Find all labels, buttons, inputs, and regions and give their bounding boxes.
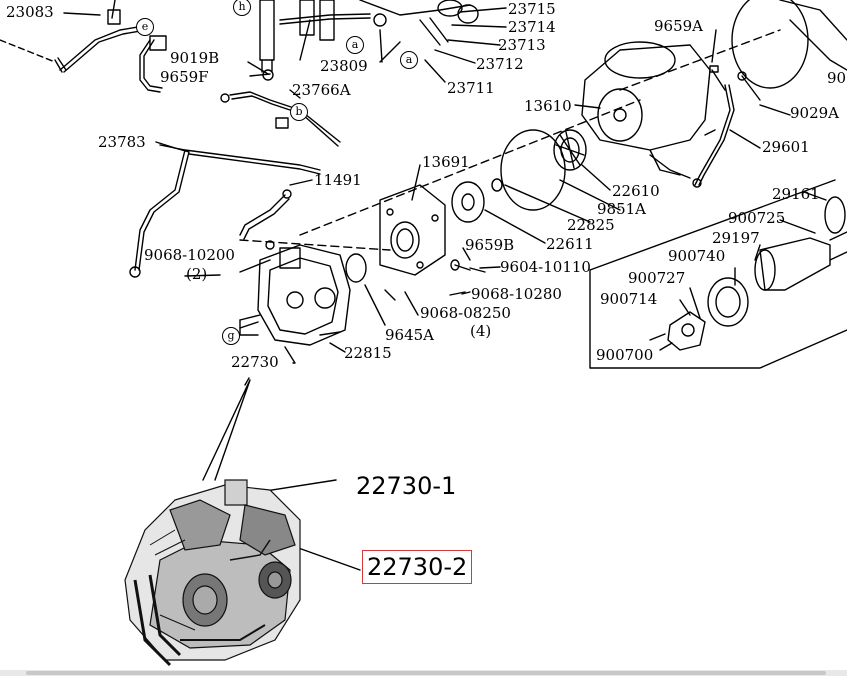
pipe-29601 — [649, 84, 735, 188]
plate-900714 — [667, 311, 706, 351]
fuel-line-9019B — [139, 35, 341, 147]
part-label-13691: 13691 — [422, 153, 470, 171]
part-label-23715: 23715 — [508, 0, 556, 18]
callout-a-1: a — [346, 36, 364, 54]
part-label-23712: 23712 — [476, 55, 524, 73]
injection-pump-photo — [124, 479, 301, 667]
part-label-9068-10200-qty: (2) — [186, 265, 208, 283]
part-label-900725: 900725 — [728, 209, 786, 227]
scrollbar-thumb[interactable] — [26, 671, 826, 675]
bolts-small — [319, 259, 486, 336]
part-label-23083: 23083 — [6, 3, 54, 21]
part-label-9019B: 9019B — [170, 49, 220, 67]
part-label-22610: 22610 — [612, 182, 660, 200]
flange-13691 — [379, 184, 446, 276]
part-label-23809: 23809 — [320, 57, 368, 75]
part-label-22825: 22825 — [567, 216, 615, 234]
callout-a-2: a — [400, 51, 418, 69]
callout-g: g — [222, 327, 240, 345]
part-label-23711: 23711 — [447, 79, 495, 97]
dash-leader-upper-right — [619, 29, 781, 91]
pipe-11491 — [239, 189, 292, 250]
gear-22611 — [451, 181, 485, 223]
part-label-13610: 13610 — [524, 97, 572, 115]
part-label-29197: 29197 — [712, 229, 760, 247]
inset-frame — [589, 179, 847, 369]
callout-e: e — [136, 18, 154, 36]
part-label-900714: 900714 — [600, 290, 658, 308]
part-label-900727: 900727 — [628, 269, 686, 287]
part-label-29161: 29161 — [772, 185, 820, 203]
part-label-9029A: 9029A — [790, 104, 840, 122]
part-label-9068-10280: 9068-10280 — [471, 285, 562, 303]
part-label-22730-2-highlighted[interactable]: 22730-2 — [362, 550, 473, 584]
part-label-9068-08250: 9068-08250 — [420, 304, 511, 322]
part-label-22730: 22730 — [231, 353, 279, 371]
dash-axis-pump-2 — [239, 239, 391, 251]
injection-pump-top — [239, 244, 351, 346]
part-label-9659B: 9659B — [465, 236, 515, 254]
part-label-23713: 23713 — [498, 36, 546, 54]
part-label-29601: 29601 — [762, 138, 810, 156]
screw-900700 — [649, 333, 666, 341]
leader-22730-2 — [289, 544, 361, 571]
gear-housing-13610 — [581, 41, 711, 176]
part-label-900700: 900700 — [596, 346, 654, 364]
part-label-9068-10200: 9068-10200 — [144, 246, 235, 264]
part-label-9068-08250-qty: (4) — [470, 322, 492, 340]
part-label-11491: 11491 — [314, 171, 362, 189]
part-label-22611: 22611 — [546, 235, 594, 253]
gasket-top-right — [731, 0, 809, 89]
part-label-9659A: 9659A — [654, 17, 704, 35]
leader-to-photo — [202, 379, 251, 481]
part-label-22730-1[interactable]: 22730-1 — [356, 472, 457, 500]
part-label-900740: 900740 — [668, 247, 726, 265]
part-label-9645A: 9645A — [385, 326, 435, 344]
gasket-9851A — [500, 129, 566, 211]
injector-assembly-top — [259, 0, 479, 73]
o-ring-9645A — [345, 253, 367, 283]
part-label-90-partial: 90 — [827, 69, 847, 87]
part-label-23783: 23783 — [98, 133, 146, 151]
horizontal-scrollbar[interactable] — [0, 670, 847, 676]
pipe-23783 — [129, 144, 321, 278]
part-label-9659F: 9659F — [160, 68, 209, 86]
callout-b: b — [290, 103, 308, 121]
cover-top-right — [779, 0, 847, 71]
callout-h: h — [233, 0, 251, 16]
nut-22825 — [491, 178, 503, 192]
pipe-23083 — [54, 0, 153, 73]
seal-900740 — [707, 277, 749, 327]
damper-22610 — [553, 129, 587, 171]
part-label-23714: 23714 — [508, 18, 556, 36]
part-label-9604-10110: 9604-10110 — [500, 258, 591, 276]
part-label-22815: 22815 — [344, 344, 392, 362]
shaft-29197 — [754, 196, 847, 291]
dash-leader-top-left — [0, 39, 56, 63]
part-label-9851A: 9851A — [597, 200, 647, 218]
part-label-23766A: 23766A — [292, 81, 351, 99]
dash-axis-pump — [299, 99, 641, 236]
bolt-9659A — [709, 65, 761, 101]
